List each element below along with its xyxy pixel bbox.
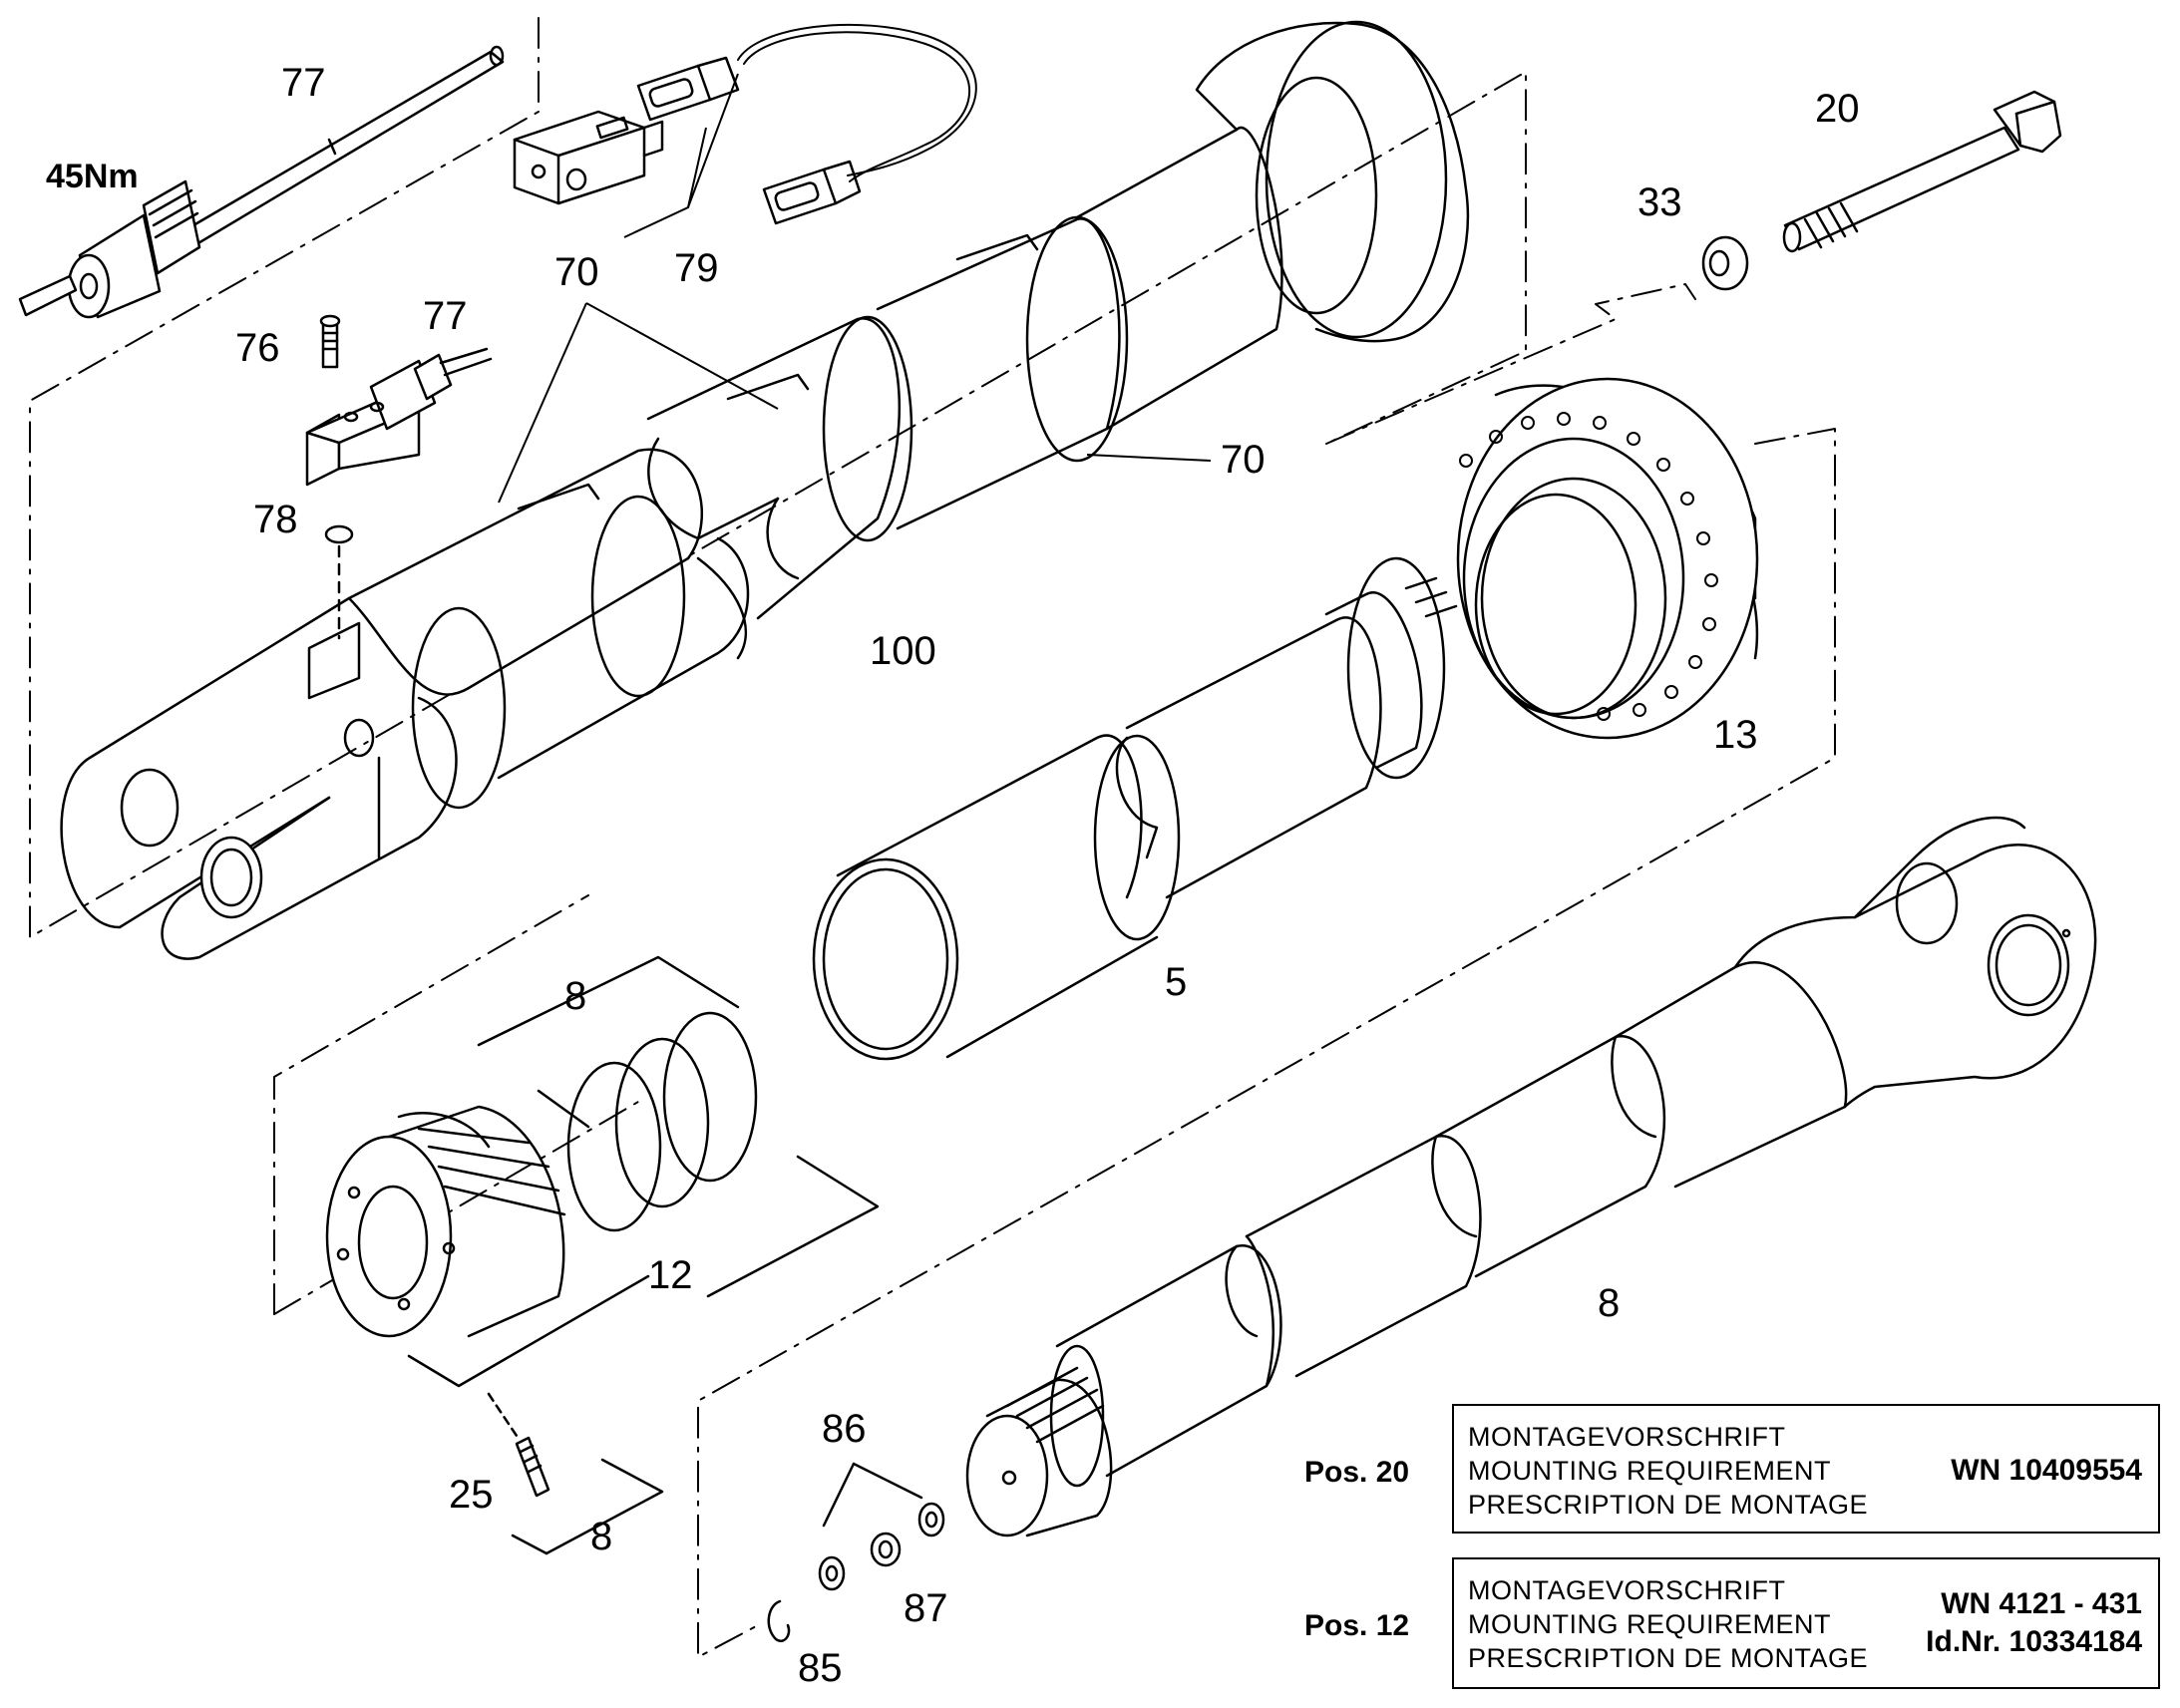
hex-bolt-20: [1782, 90, 2062, 253]
cylinder-tube-100: [60, 20, 1470, 960]
position-sensor-rod: [18, 45, 505, 319]
callout-8-rod: 8: [1598, 1281, 1620, 1325]
assembly-frame-lines: [29, 17, 1836, 1658]
ring-87: [870, 1532, 902, 1567]
callout-78: 78: [253, 498, 298, 541]
note-line-de: MONTAGEVORSCHRIFT: [1468, 1575, 1786, 1605]
leader-lines: [498, 73, 1212, 504]
note-line-fr: PRESCRIPTION DE MONTAGE: [1468, 1643, 1869, 1673]
note-id-line: Id.Nr. 10334184: [1926, 1625, 2142, 1658]
mounting-note-pos-12: MONTAGEVORSCHRIFT MOUNTING REQUIREMENT P…: [1452, 1557, 2160, 1689]
bracket-86: [822, 1462, 923, 1528]
callout-100: 100: [870, 629, 936, 673]
set-screw-25: [487, 1392, 550, 1498]
piston-head-12: [325, 1105, 566, 1338]
callout-77-rod: 77: [281, 61, 326, 105]
callout-70-left: 70: [554, 250, 599, 294]
callout-85: 85: [798, 1646, 843, 1690]
callout-70-right: 70: [1221, 438, 1266, 482]
ring-86: [818, 1502, 945, 1591]
note-text-lines: MONTAGEVORSCHRIFT MOUNTING REQUIREMENT P…: [1468, 1420, 1868, 1522]
callout-76: 76: [235, 326, 280, 370]
sensor-module: [305, 347, 493, 487]
mounting-note-pos-20: MONTAGEVORSCHRIFT MOUNTING REQUIREMENT P…: [1452, 1404, 2160, 1534]
note-text-lines: MONTAGEVORSCHRIFT MOUNTING REQUIREMENT P…: [1468, 1573, 1868, 1675]
callout-33: 33: [1637, 180, 1682, 224]
note-line-fr: PRESCRIPTION DE MONTAGE: [1468, 1490, 1869, 1520]
callout-77-module: 77: [423, 294, 468, 338]
callout-20: 20: [1815, 87, 1860, 131]
callout-8-rings: 8: [564, 974, 586, 1018]
note-line-en: MOUNTING REQUIREMENT: [1468, 1609, 1831, 1639]
callout-8-lower: 8: [590, 1515, 612, 1558]
connector-box: [513, 110, 664, 205]
flange-bolt-holes: [1459, 412, 1718, 721]
note-line-de: MONTAGEVORSCHRIFT: [1468, 1422, 1786, 1452]
callout-25: 25: [449, 1473, 494, 1517]
bracket-8-lower: [511, 1458, 664, 1555]
bracket-12: [407, 1274, 650, 1388]
seal-rings-8: [477, 955, 880, 1298]
cable-plug-upper: [636, 56, 740, 122]
washer-33: [1701, 235, 1749, 291]
note-ref-number: WN 4121 - 431 Id.Nr. 10334184: [1926, 1585, 2142, 1661]
cylinder-head-13: [1456, 377, 1759, 740]
circlip-85: [767, 1599, 791, 1642]
screw-76: [319, 314, 341, 369]
callout-5: 5: [1165, 960, 1187, 1004]
note-line-en: MOUNTING REQUIREMENT: [1468, 1456, 1831, 1486]
callout-labels: 77 45Nm 79 70 76 77 78 70 100 20 33 13 5…: [46, 61, 1860, 1690]
piston-tube-5: [812, 556, 1458, 1061]
note-pos-12-label: Pos. 12: [1304, 1609, 1410, 1642]
note-ref-line: WN 10409554: [1951, 1454, 2142, 1487]
sensor-cable: [737, 23, 977, 182]
callout-12: 12: [648, 1253, 693, 1297]
note-ref-number: WN 10409554: [1951, 1452, 2142, 1490]
cable-plug-lower: [762, 160, 862, 225]
callout-79: 79: [674, 246, 719, 290]
note-ref-line: WN 4121 - 431: [1941, 1587, 2142, 1620]
o-ring-78: [324, 524, 354, 640]
callout-86: 86: [822, 1407, 867, 1451]
callout-13: 13: [1713, 713, 1758, 757]
callout-87: 87: [904, 1586, 948, 1630]
torque-value: 45Nm: [46, 158, 139, 195]
note-pos-20-label: Pos. 20: [1304, 1456, 1410, 1489]
piston-rod-8: [965, 816, 2097, 1537]
